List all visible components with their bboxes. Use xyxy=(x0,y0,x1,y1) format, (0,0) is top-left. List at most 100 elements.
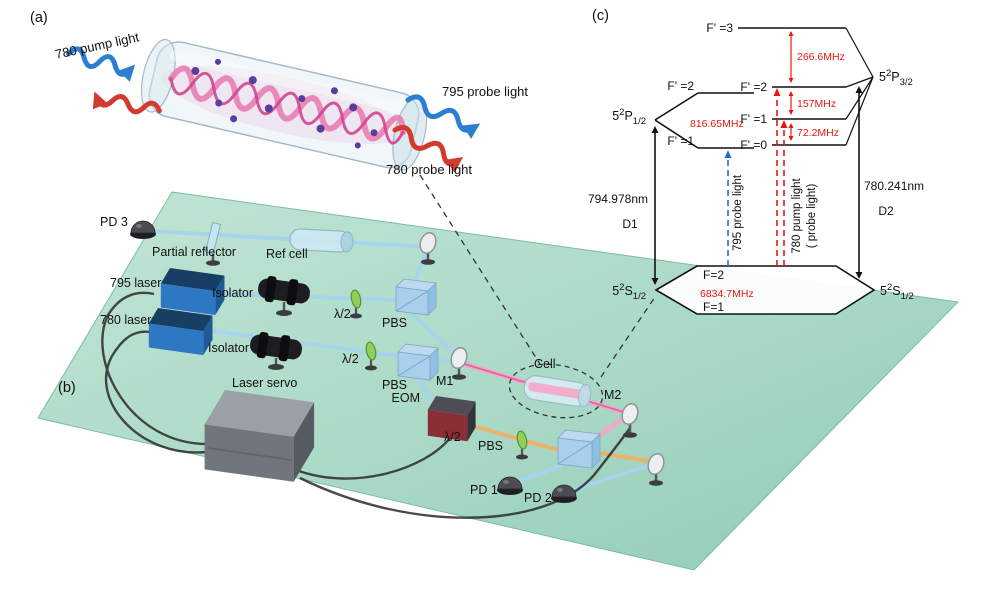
pump-wave-inside xyxy=(167,65,406,142)
p12-f2-label: F' =2 xyxy=(667,79,694,93)
pd3-label: PD 3 xyxy=(100,215,128,229)
p32-f3-label: F' =3 xyxy=(706,21,733,35)
isolator-bottom xyxy=(250,332,302,370)
d2-wavelength-label: 780.241nm xyxy=(864,179,924,193)
pbs1-label: PBS xyxy=(382,316,407,330)
pbs-cube-2 xyxy=(397,343,439,381)
pbs-cube-1 xyxy=(395,278,437,316)
cell-dashed-circle xyxy=(508,363,604,419)
pd2-label: PD 2 xyxy=(524,491,552,505)
term-p12: 52P1/2 xyxy=(612,107,646,127)
probe-wave-inside xyxy=(169,71,405,145)
p32-f2-label: F' =2 xyxy=(740,80,767,94)
cable-servo-eom xyxy=(295,437,451,480)
ground-state-hexagon xyxy=(654,265,876,315)
photodetector-pd3 xyxy=(130,220,156,239)
pbs-cube-3 xyxy=(557,429,601,469)
panel-c-tag: (c) xyxy=(592,8,609,24)
energy-level-diagram: (c) F=2 6834.7MHz F=1 52S1/2 52S1/2 F' =… xyxy=(588,8,924,315)
pump-780-label-line2: ( probe light) xyxy=(806,184,818,249)
p32-s10-label: 72.2MHz xyxy=(797,127,839,139)
isolator-top xyxy=(258,276,310,316)
ref-cell-label: Ref cell xyxy=(266,247,308,261)
panel-a-tag: (a) xyxy=(30,10,48,26)
photodetector-pd1 xyxy=(497,476,523,495)
beam-795-laser xyxy=(223,292,398,302)
laser-780-box xyxy=(148,308,213,356)
p32-splitting-arrows xyxy=(788,31,794,141)
d1-transition-arrow xyxy=(651,126,659,285)
probe-780-light-label: 780 probe light xyxy=(386,162,472,177)
laser-servo-label: Laser servo xyxy=(232,376,297,390)
p32-f0-label: F' =0 xyxy=(740,138,767,152)
p32-s21-label: 157MHz xyxy=(797,98,836,110)
pbs3-label: PBS xyxy=(478,439,503,453)
laser-795-box xyxy=(160,268,225,316)
half-wave-plate-2 xyxy=(365,341,377,371)
beam-to-pd2 xyxy=(570,464,650,492)
eom-box xyxy=(427,396,476,442)
beam-pbs2-to-eom xyxy=(414,376,436,404)
hwp3-label: λ/2 xyxy=(444,430,461,444)
mirror-ref xyxy=(419,231,437,265)
laser-servo-box xyxy=(204,390,315,482)
pbs2-label: PBS xyxy=(382,378,407,392)
beam-pbs1-to-mirror xyxy=(412,247,429,286)
cable-servo-loop xyxy=(299,427,631,519)
hwp2-label: λ/2 xyxy=(342,352,359,366)
beam-ref-path xyxy=(148,229,428,249)
vapor-cell-illustration: (a) xyxy=(30,10,528,177)
d2-name-label: D2 xyxy=(878,204,894,218)
partial-reflector-label: Partial reflector xyxy=(152,245,236,259)
half-wave-plate-1 xyxy=(350,289,362,319)
connector-cell-to-levels xyxy=(600,296,656,378)
photodetector-pd2 xyxy=(551,484,577,503)
connector-a-to-cell xyxy=(419,174,541,365)
ground-f1-label: F=1 xyxy=(703,300,724,314)
p32-s32-label: 266.6MHz xyxy=(797,51,845,63)
cable-servo-780 xyxy=(104,330,207,454)
probe-795-exit-beam xyxy=(405,94,481,139)
partial-reflector xyxy=(204,221,222,266)
isolator-top-label: Isolator xyxy=(212,286,253,300)
d1-name-label: D1 xyxy=(622,217,638,231)
term-s12-left: 52S1/2 xyxy=(612,282,646,302)
cell-label: Cell xyxy=(534,357,556,371)
ground-f2-label: F=2 xyxy=(703,268,724,282)
beam-eom-out xyxy=(464,422,560,452)
glass-tube xyxy=(140,38,428,171)
d2-transition-arrow xyxy=(855,86,863,279)
dashed-connectors xyxy=(419,174,656,378)
pump-light-label: 780 pump light xyxy=(54,29,141,61)
probe-795-light-label: 795 probe light xyxy=(442,84,528,99)
isolator-bottom-label: Isolator xyxy=(208,341,249,355)
p12-levels xyxy=(654,92,754,149)
probe-795-label: 795 probe light xyxy=(732,174,744,251)
cable-servo-795 xyxy=(101,291,211,446)
probe-795-arrow xyxy=(724,150,732,266)
vapor-cell xyxy=(508,363,604,419)
pump-780-arrows xyxy=(773,88,788,266)
beam-pbs3-right xyxy=(592,450,651,463)
p32-f1-label: F' =1 xyxy=(740,112,767,126)
half-wave-plate-3 xyxy=(516,430,528,460)
mirror-m2 xyxy=(621,402,639,438)
reference-cell xyxy=(289,228,354,253)
panel-b-labels: (b) PD 3 Partial reflector Ref cell 795 … xyxy=(58,215,621,505)
d1-wavelength-label: 794.978nm xyxy=(588,192,648,206)
term-s12-right: 52S1/2 xyxy=(880,282,914,302)
counter-beam xyxy=(92,91,162,115)
probe-780-exit-beam xyxy=(392,124,464,173)
pump-780-label-line1: 780 pump light xyxy=(791,177,803,253)
beam-to-pd1 xyxy=(513,464,562,485)
hwp1-label: λ/2 xyxy=(334,307,351,321)
laser-780-label: 780 laser xyxy=(100,313,151,327)
term-p32: 52P3/2 xyxy=(879,68,913,88)
mirror-m1 xyxy=(450,346,468,380)
p12-splitting-label: 816.65MHz xyxy=(690,118,744,130)
pump-entry-beam xyxy=(66,46,136,82)
m1-label: M1 xyxy=(436,374,453,388)
ground-splitting-label: 6834.7MHz xyxy=(700,288,754,300)
